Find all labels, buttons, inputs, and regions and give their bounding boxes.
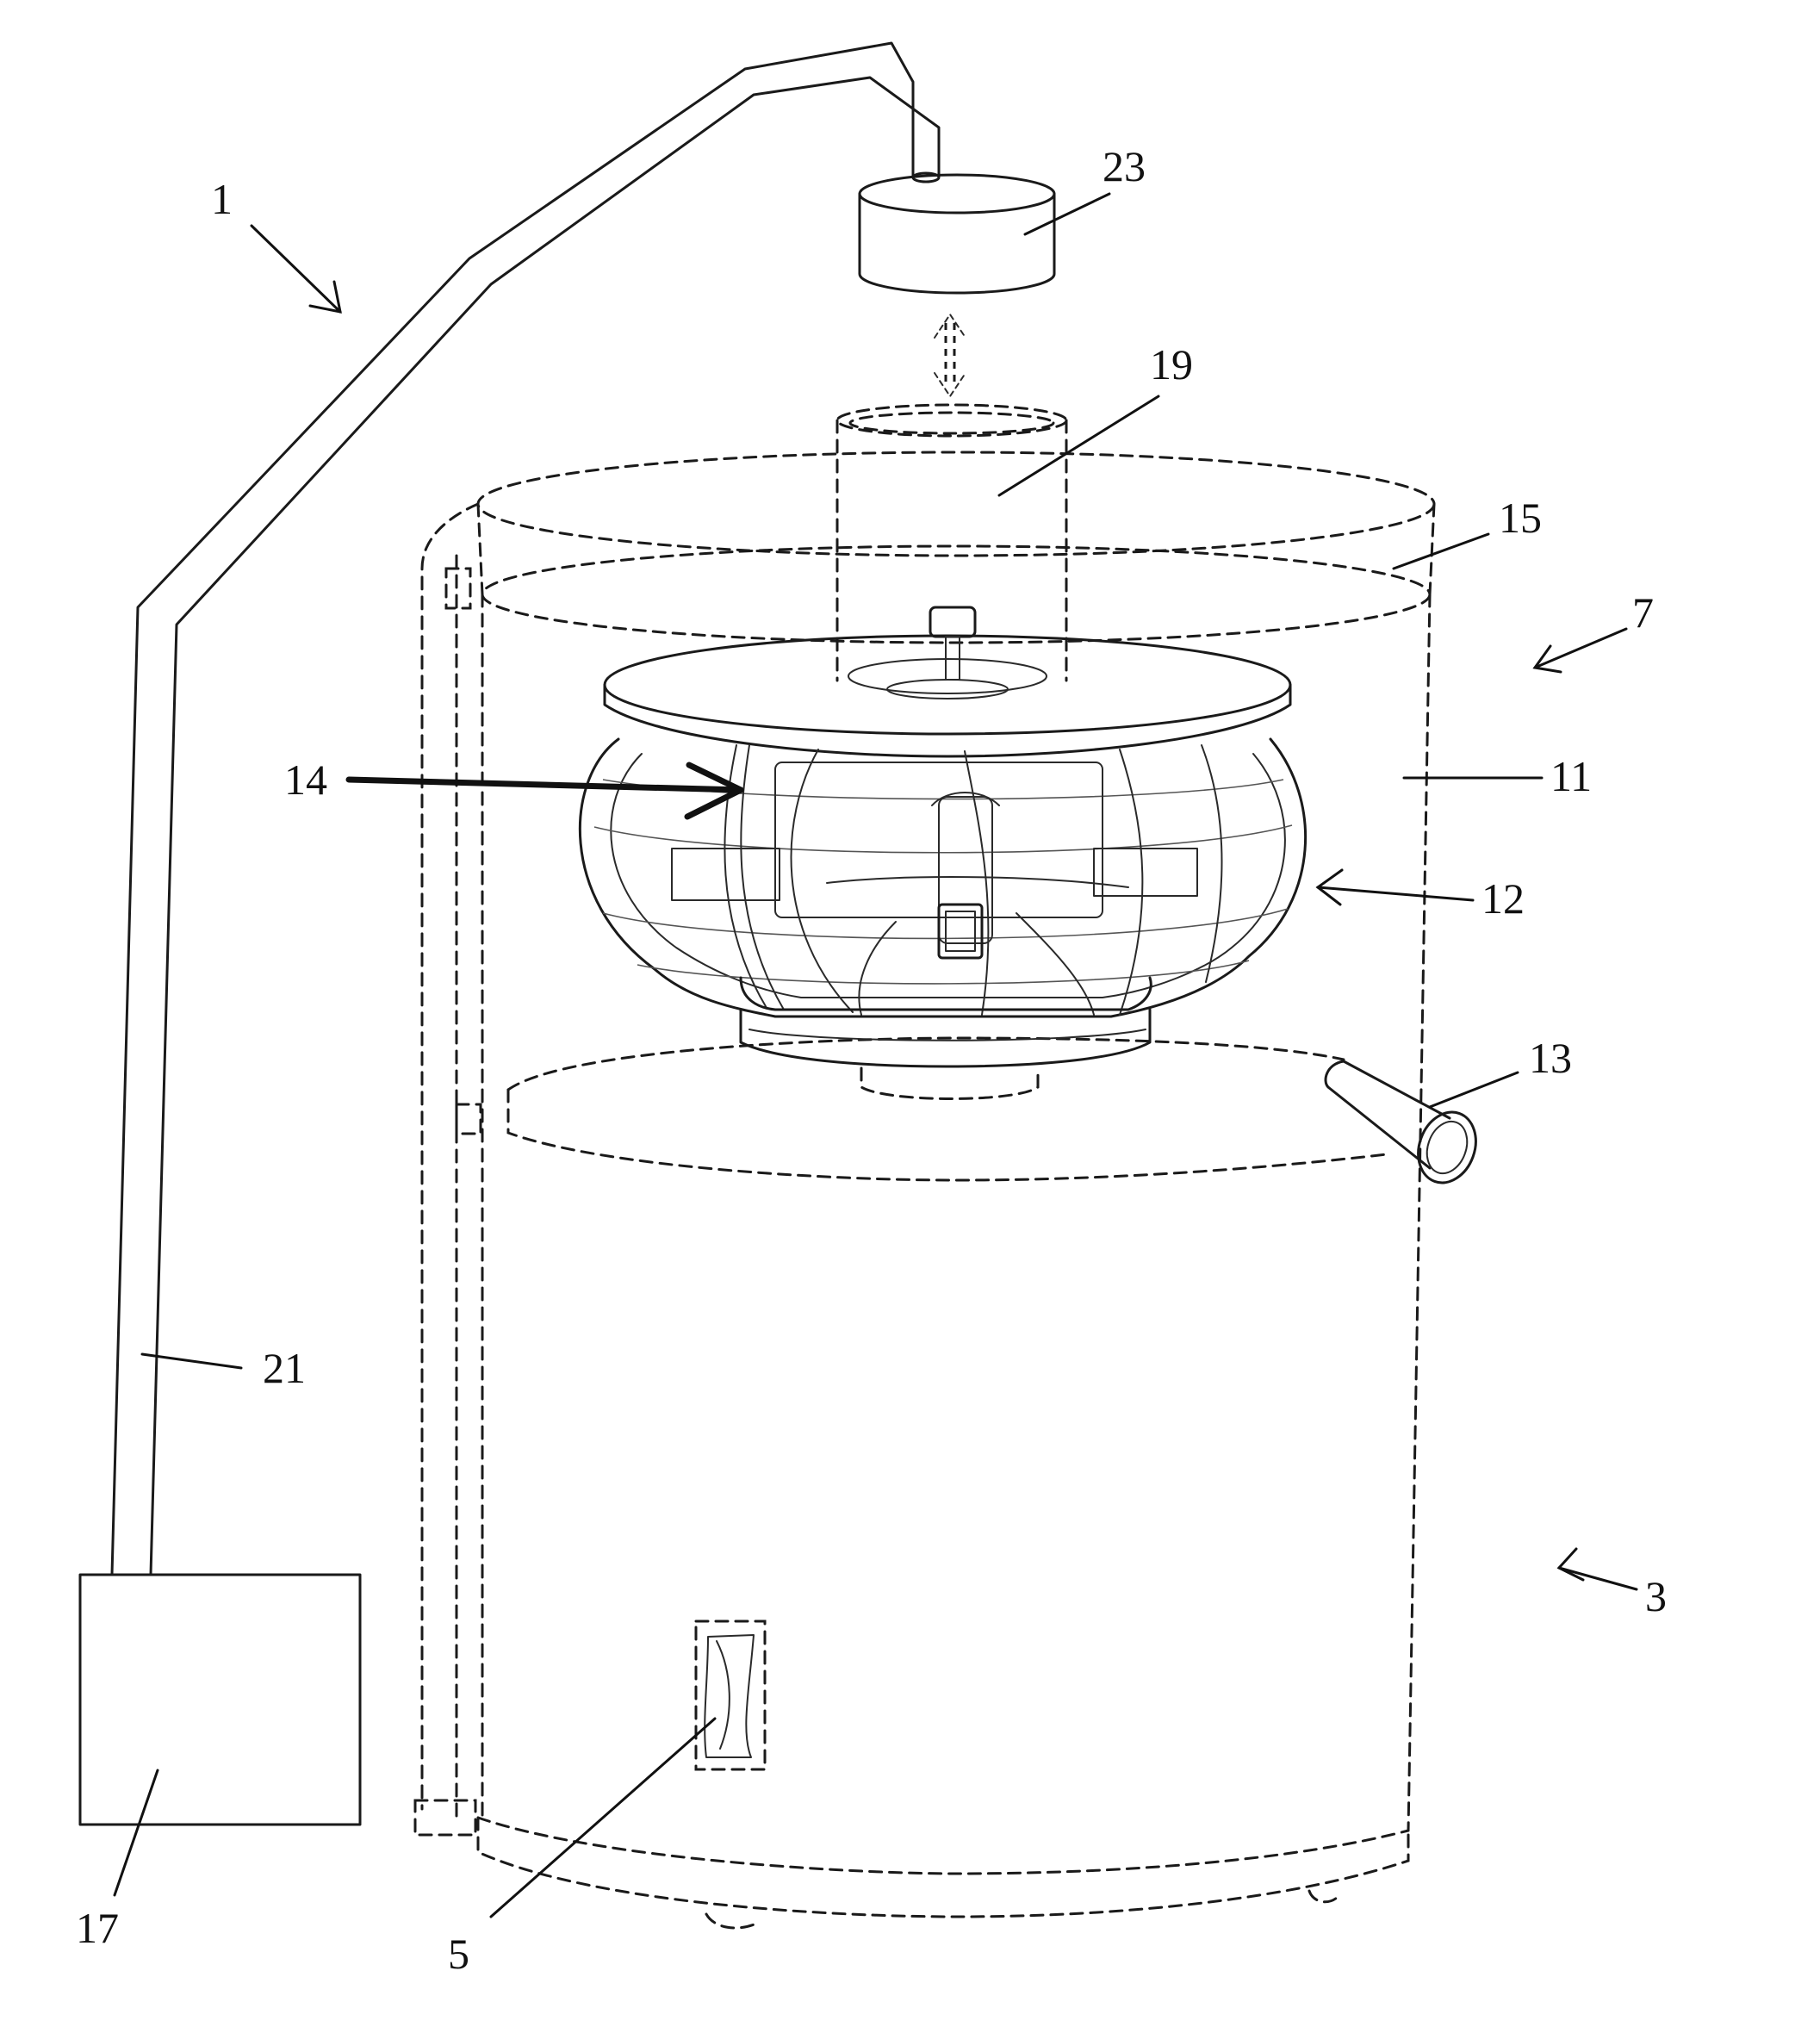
movement-arrow [935, 314, 966, 396]
label-12: 12 [1481, 874, 1525, 923]
label-21: 21 [263, 1344, 306, 1392]
conduit-21 [112, 43, 939, 1575]
outlet-13 [1326, 1061, 1485, 1191]
box-17 [80, 1575, 360, 1825]
label-5: 5 [448, 1930, 469, 1978]
label-19: 19 [1150, 340, 1193, 389]
label-1: 1 [211, 175, 233, 223]
rotor-assembly-12 [580, 607, 1305, 1099]
label-15: 15 [1499, 494, 1542, 542]
tube-19 [837, 405, 1066, 681]
switch-5 [696, 1621, 765, 1769]
label-14: 14 [284, 755, 327, 804]
label-3: 3 [1645, 1572, 1667, 1620]
label-23: 23 [1103, 142, 1146, 190]
label-7: 7 [1632, 588, 1654, 637]
label-11: 11 [1550, 752, 1592, 800]
label-17: 17 [76, 1904, 119, 1952]
label-13: 13 [1529, 1034, 1572, 1082]
